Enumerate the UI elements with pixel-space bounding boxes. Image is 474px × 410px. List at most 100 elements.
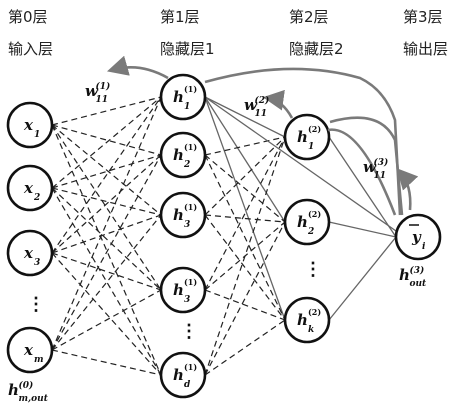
weight-label-layer1: w(1)11 — [85, 81, 110, 105]
layer2-index-label: 第2层 — [289, 8, 329, 26]
node-subscript: 3 — [34, 258, 40, 268]
edge-hidden1-1-to-output — [204, 96, 397, 232]
hidden1-ellipsis: ⋮ — [180, 321, 198, 342]
node-label: h — [173, 88, 184, 106]
output-label-layer3-base: h — [399, 266, 410, 284]
node-subscript: 3 — [184, 220, 190, 230]
node-circle — [394, 213, 442, 261]
weight-arrow-layer3 — [396, 168, 419, 211]
edge-hidden1-5-to-hidden2-2 — [204, 221, 286, 376]
hidden1-node-4: h(1)3 — [159, 266, 207, 314]
edge-hidden1-2-to-hidden2-2 — [204, 154, 286, 223]
node-label: x — [23, 116, 34, 134]
weight-label-layer1-subscript: 11 — [96, 95, 109, 105]
edge-input-4-to-hidden1-1 — [51, 96, 162, 351]
input-node-4: xm — [6, 326, 54, 374]
hidden2-node-3: h(2) k — [283, 296, 331, 344]
hidden1-node-5: h(1)d — [159, 351, 207, 399]
edge-hidden1-2-to-hidden2-1 — [204, 136, 286, 156]
node-subscript: 1 — [34, 130, 40, 140]
node-subscript: 1 — [308, 142, 314, 152]
edge-input-1-to-hidden1-2 — [51, 124, 162, 156]
output-label-layer3-superscript: (3) — [410, 265, 425, 276]
node-circle — [159, 73, 207, 121]
output-label-layer0-superscript: (0) — [19, 380, 34, 391]
edge-hidden1-4-to-hidden2-1 — [204, 136, 286, 291]
layer1-name: 隐藏层1 — [160, 40, 215, 58]
edge-input-1-to-hidden1-1 — [51, 96, 162, 126]
node-label: x — [23, 341, 34, 359]
node-circle — [6, 101, 54, 149]
weight-label-layer1-superscript: (1) — [96, 81, 111, 92]
node-circle — [283, 296, 331, 344]
node-label: h — [297, 213, 308, 231]
edge-input-4-to-hidden1-5 — [51, 349, 162, 376]
input-node-1: x1 — [6, 101, 54, 149]
edge-input-1-to-hidden1-3 — [51, 124, 162, 216]
node-label: x — [23, 244, 34, 262]
node-subscript: 2 — [307, 227, 314, 237]
node-circle — [159, 191, 207, 239]
node-subscript: 2 — [183, 160, 190, 170]
edge-hidden1-3-to-hidden2-3 — [204, 214, 286, 321]
layer3-index-label: 第3层 — [403, 8, 443, 26]
weight-path-mid — [327, 128, 397, 216]
edge-input-3-to-hidden1-4 — [51, 252, 162, 291]
input-ellipsis: ⋮ — [27, 294, 45, 315]
input-node-3: x3 — [6, 229, 54, 277]
output-label-layer3-subscript: out — [410, 279, 428, 289]
connection-lines — [51, 96, 397, 376]
edge-hidden1-2-to-hidden2-3 — [204, 154, 286, 321]
layer0-name: 输入层 — [8, 40, 53, 58]
weight-label-layer3-subscript: 11 — [374, 171, 387, 181]
node-superscript: (2) — [308, 124, 321, 134]
node-label: h — [173, 281, 184, 299]
node-circle — [159, 351, 207, 399]
node-circle — [159, 266, 207, 314]
hidden2-node-2: h(2) 2 — [283, 198, 331, 246]
hidden2-ellipsis: ⋮ — [304, 259, 322, 280]
weight-label-layer2-superscript: (2) — [255, 95, 270, 106]
edge-input-3-to-hidden1-5 — [51, 252, 162, 376]
node-subscript: d — [184, 380, 191, 390]
edge-input-3-to-hidden1-2 — [51, 154, 162, 254]
node-label: h — [297, 311, 308, 329]
node-subscript: i — [422, 242, 426, 252]
edge-hidden1-5-to-hidden2-1 — [204, 136, 286, 376]
hidden1-node-1: h(1)1 — [159, 73, 207, 121]
node-superscript: (2) — [308, 209, 321, 219]
edge-hidden1-1-to-hidden2-1 — [204, 96, 286, 138]
node-subscript: m — [34, 355, 44, 365]
node-subscript: k — [308, 325, 314, 335]
output-label-layer0-subscript: m,out — [19, 394, 49, 404]
node-subscript: 3 — [184, 295, 190, 305]
node-superscript: (2) — [308, 307, 321, 317]
node-label: h — [173, 146, 184, 164]
node-superscript: (1) — [184, 142, 197, 152]
edge-input-2-to-hidden1-4 — [51, 187, 162, 291]
weight-arrow-layer1 — [106, 55, 169, 80]
edge-input-1-to-hidden1-5 — [51, 124, 162, 376]
edge-hidden1-1-to-hidden2-3 — [204, 96, 286, 321]
weight-path-layer3 — [329, 116, 404, 216]
edge-input-4-to-hidden1-2 — [51, 154, 162, 351]
node-label: y — [411, 228, 422, 246]
node-circle — [6, 164, 54, 212]
edge-input-1-to-hidden1-4 — [51, 124, 162, 291]
edge-input-3-to-hidden1-3 — [51, 214, 162, 254]
hidden1-node-2: h(1) 2 — [159, 131, 207, 179]
weight-path-long — [204, 67, 402, 216]
edge-input-4-to-hidden1-4 — [51, 289, 162, 351]
edge-hidden2-2-to-output — [328, 221, 397, 238]
edge-hidden1-3-to-hidden2-1 — [204, 136, 286, 216]
output-node: yi — [394, 213, 442, 261]
node-label: h — [297, 128, 308, 146]
weight-label-layer2-subscript: 11 — [255, 109, 268, 119]
edge-hidden2-1-to-output — [328, 136, 397, 238]
node-label: x — [23, 179, 34, 197]
edge-hidden1-4-to-hidden2-3 — [204, 289, 286, 321]
edge-input-2-to-hidden1-3 — [51, 187, 162, 216]
node-circle — [159, 131, 207, 179]
